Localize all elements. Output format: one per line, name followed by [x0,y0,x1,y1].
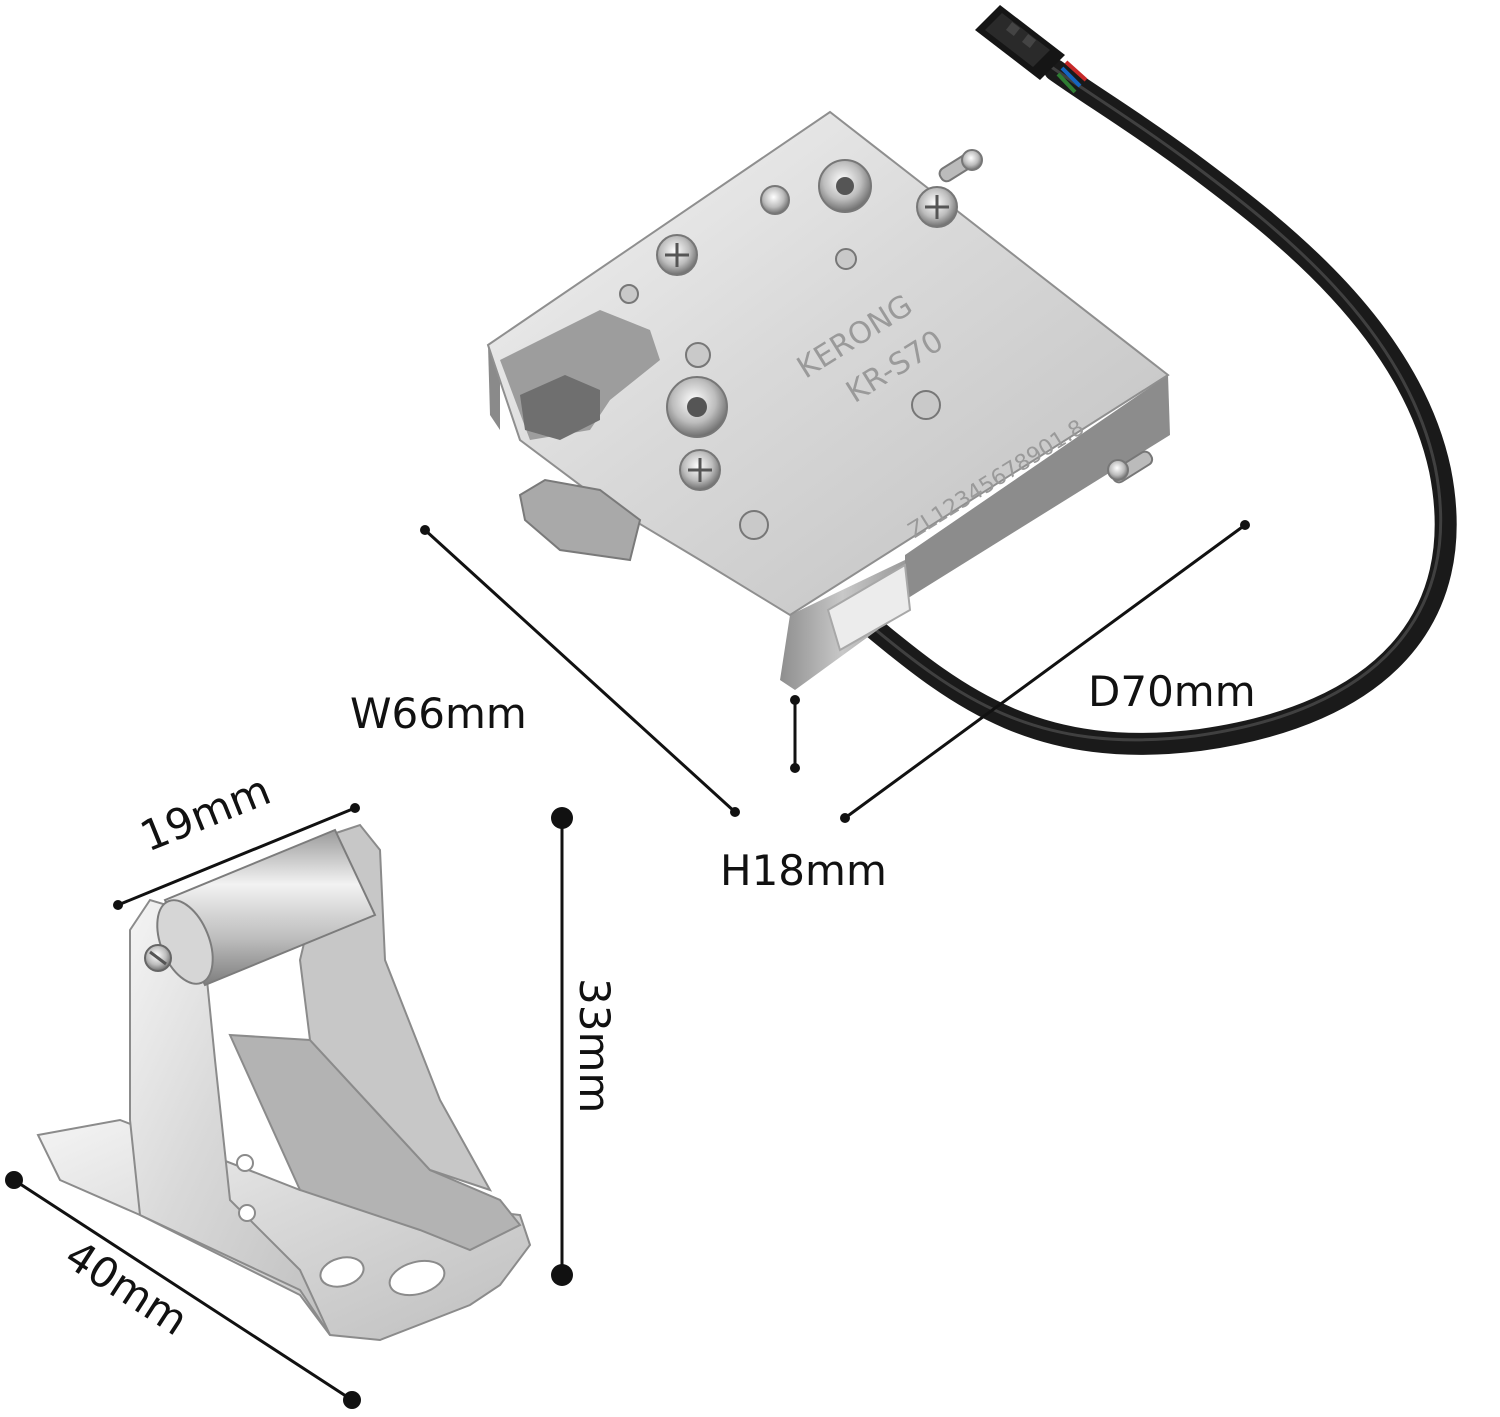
strike-width-label: 19mm [133,765,277,861]
pin-icon [1107,450,1154,484]
lock-width-label: W66mm [350,689,527,738]
strike-height-label: 33mm [570,978,619,1113]
electronic-lock-body: KERONG KR-S70 ZL12345678901.8 [486,110,1170,690]
lock-depth-label: D70mm [1088,667,1256,716]
cable [859,59,1457,755]
rivet-icon [818,159,872,213]
strike-length-label: 40mm [57,1230,197,1345]
strike-width-dimension [113,803,360,910]
screw-icon [144,944,172,972]
screw-icon [916,186,958,228]
connector-plug [975,5,1065,80]
lock-width-dimension [420,525,740,817]
strike-height-dimension [551,807,573,1286]
strike-length-dimension [5,1171,361,1409]
screw-icon [656,234,698,276]
strike-plate [36,823,532,1342]
lock-height-label: H18mm [720,846,887,895]
rivet-icon [666,376,728,438]
lock-depth-dimension [840,520,1250,823]
screw-icon [679,449,721,491]
screw-icon [760,185,790,215]
lock-height-dimension [790,695,800,773]
pin-icon [938,149,983,183]
